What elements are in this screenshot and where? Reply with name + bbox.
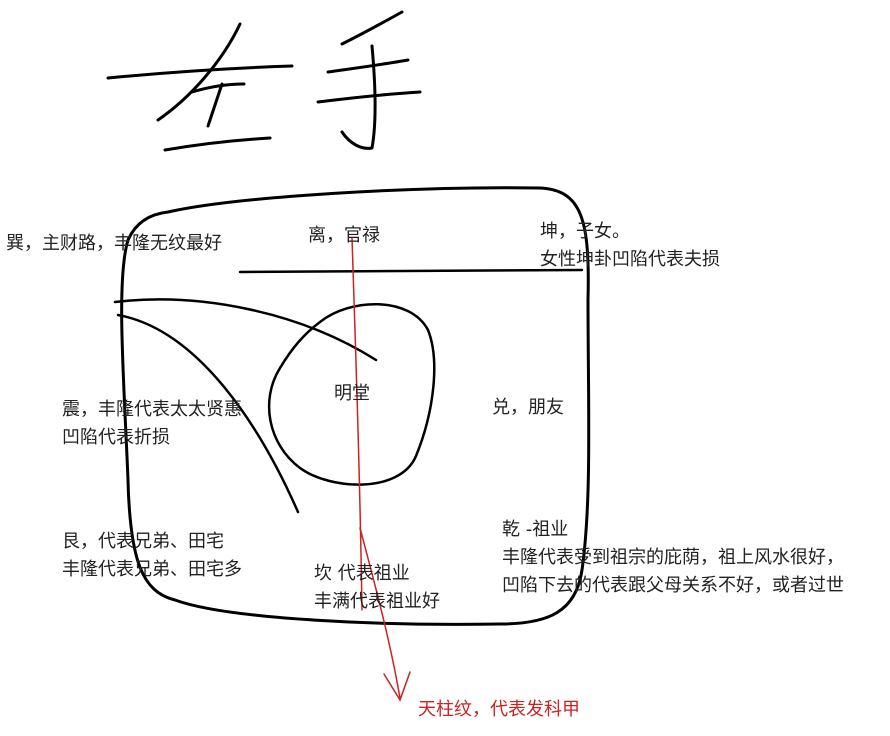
kan-label: 坎 代表祖业: [314, 563, 410, 584]
palm-outline: [120, 186, 591, 626]
title-stroke: [316, 90, 422, 104]
gen-label: 艮，代表兄弟、田宅: [62, 531, 224, 552]
title-stroke: [340, 44, 377, 150]
tianzhu-label: 天柱纹，代表发科甲: [418, 699, 580, 720]
mingtang-outline: [267, 303, 436, 486]
head-line: [113, 298, 378, 362]
tianzhu-arrow-shaft: [359, 527, 401, 699]
zhen-note: 凹陷代表折损: [62, 427, 170, 448]
kun-label: 坤，子女。: [540, 221, 630, 242]
gen-note: 丰隆代表兄弟、田宅多: [62, 559, 242, 580]
heart-line: [238, 268, 584, 274]
title-stroke: [340, 10, 404, 46]
zhen-label: 震，丰隆代表太太贤惠: [62, 399, 242, 420]
title-stroke: [206, 82, 224, 128]
li-label: 离，官禄: [308, 225, 380, 246]
qian-label: 乾 -祖业: [502, 519, 569, 540]
title-handwriting: [106, 10, 422, 152]
title-stroke: [106, 64, 294, 80]
qian-note-2: 凹陷下去的代表跟父母关系不好，或者过世: [502, 575, 844, 596]
tianzhu-arrowhead: [383, 671, 411, 702]
mingtang-label: 明堂: [334, 383, 370, 404]
dui-label: 兑，朋友: [492, 397, 564, 418]
title-stroke: [163, 136, 272, 152]
xun-label: 巽，主财路，丰隆无纹最好: [6, 233, 222, 254]
tianzhu-line: [351, 237, 363, 611]
title-stroke: [156, 22, 242, 122]
kan-note: 丰满代表祖业好: [314, 591, 440, 612]
qian-note-1: 丰隆代表受到祖宗的庇荫，祖上风水很好，: [502, 547, 844, 568]
title-stroke: [326, 58, 410, 74]
kun-note: 女性坤卦凹陷代表夫损: [540, 249, 720, 270]
life-line: [116, 313, 300, 514]
